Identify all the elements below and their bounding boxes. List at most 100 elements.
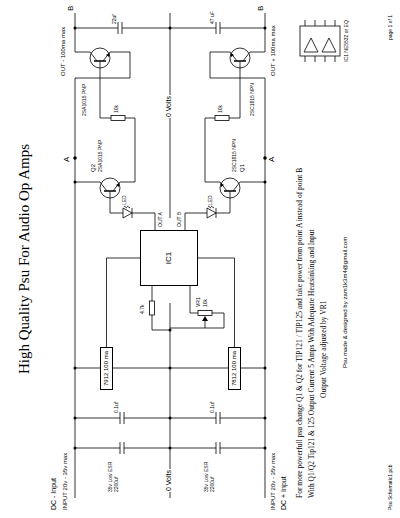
node-text: IC1 [164,252,173,264]
output-stage [75,22,265,72]
component-label: 35v Low ESR 2200uf [204,458,216,492]
input-capacitor [108,442,136,454]
component-label: Q1 [239,164,246,172]
component-label: 10k [114,105,120,113]
ic-pinout-box: IC1 NE5532 or EQ [296,12,352,70]
junction-dot [74,447,77,450]
component-label: 0.1uf [114,402,120,413]
driver-stage [185,72,265,230]
input-capacitor [204,442,232,454]
node-text: 7812 100 ma [231,351,237,386]
feedback-network [150,286,225,330]
junction-dot [264,27,267,30]
component-label: OUT + 100ma max [270,25,277,76]
junction-dot [169,417,172,420]
junction-dot [169,329,172,332]
output-stage [75,28,265,29]
component-label: Q2 [90,164,97,172]
driver-stage [75,72,155,230]
component-label: OUT A [158,212,164,227]
component-label: DC + Input [280,476,288,510]
note-text: Psu Schematic1.pcb [388,464,394,510]
junction-dot [264,417,267,420]
junction-dot [74,417,77,420]
driver-stage [96,178,124,202]
component-label: 0 Volts [165,95,173,118]
driver-stage [200,206,224,218]
note-text: Psu made & designed by zam1k3m4@gmail.co… [342,237,349,368]
junction-dot [74,181,77,184]
note-text: With Q1/Q2 Tip121 & 125 Output Current 5… [308,78,317,498]
component-label: INPUT 20v - 35v max [270,453,277,510]
component-label: 0 Volts [165,469,173,492]
junction-dot [74,27,77,30]
feedback-network [191,311,219,316]
junction-dot [264,367,267,370]
feedback-network [202,316,208,321]
driver-stage [208,116,236,121]
junction-dot [74,367,77,370]
output-stage [86,48,114,72]
component-label: INPUT 20v - 35v max [62,453,69,510]
component-label: 22uf [112,14,118,24]
component-label: 47 uF [210,11,216,24]
driver-stage [216,178,244,202]
junction-dot [169,447,172,450]
junction-dot [73,156,77,160]
feedback-network [170,286,224,328]
component-label: 0.1uf [210,402,216,413]
component-label: LED [122,195,128,205]
junction-dot [264,447,267,450]
component-label: OUT - 100ma max [60,27,67,76]
component-label: 35v Low ESR 2200uf [108,458,120,492]
component-label: 2SA1015 PNP [82,84,88,116]
driver-stage [116,206,140,218]
driver-stage [75,72,265,230]
ic-pinout [305,20,335,62]
feedback-network [150,294,155,322]
junction-dot [263,156,267,160]
feedback-network [152,286,170,330]
input-capacitor [108,412,136,424]
supply-rail [254,13,265,52]
ic-box: IC1 [140,230,198,286]
component-label: B [256,6,265,11]
input-capacitor [75,418,265,448]
note-text: For more powerfull psu change Q1 & Q2 fo… [296,78,305,498]
ic-pinout [322,38,336,52]
output-stage [204,22,232,34]
component-label: OUT B [177,212,183,227]
component-label: VR1 [196,297,202,307]
component-label: B [66,6,75,11]
output-stage [106,22,134,34]
output-stage [226,48,254,72]
regulator-box: 7912 100 ma [100,347,113,390]
driver-stage [104,116,132,121]
regulator-box: 7812 100 ma [228,347,241,390]
supply-wire [198,258,235,347]
node-text: IC1 NE5532 or EQ [343,20,349,62]
component-label: 4.7k [140,305,146,314]
component-label: 2SA1015 PNP [98,140,104,172]
junction-dot [169,367,172,370]
supply-rail [75,13,86,52]
node-text: 7912 100 ma [103,351,109,386]
junction-dot [169,27,172,30]
junction-dot [264,181,267,184]
title: High Quality Psu For Audio Op Amps [16,0,33,518]
ic-pinout [300,26,340,56]
input-capacitor [75,412,265,454]
junction-dot [73,27,267,450]
component-label: 2SC1815 NPN [232,139,238,172]
ic-pinout [304,38,318,52]
input-capacitor [204,412,232,424]
component-label: LED [208,195,214,205]
supply-rail [75,13,265,498]
component-label: A [267,157,276,162]
note-text: page 1 of 1 [388,15,394,40]
component-label: 10k [203,299,209,307]
supply-wire [107,258,141,347]
